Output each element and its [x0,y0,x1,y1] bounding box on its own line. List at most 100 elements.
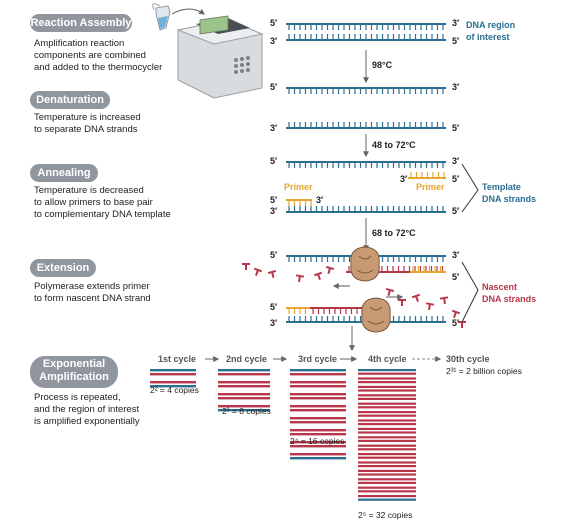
cycle2-copy-strand [218,397,270,400]
cycle4-copy-strand [358,481,416,484]
cycle4-copy-strand [358,465,416,468]
free-nucleotide [398,299,406,306]
desc-line: Temperature is decreased [34,185,144,196]
three-prime-label: 3′ [270,123,277,133]
cycle-2-copies: 2³ = 8 copies [222,406,271,416]
cycle2-copy-strand [218,369,270,372]
cycle3-copy-strand [290,445,346,448]
step-exponential-text: Process is repeated, and the region of i… [34,392,140,428]
cycle-4-label: 4th cycle [368,354,407,364]
cycle4-copy-strand [358,414,416,417]
cycle4-copy-strand [358,486,416,489]
cycle4-copy-strand [358,456,416,459]
desc-line: to form nascent DNA strand [34,293,151,304]
five-prime-label: 5′ [270,156,277,166]
step-denaturation-text: Temperature is increased to separate DNA… [34,112,141,136]
three-prime-label: 3′ [400,174,407,184]
three-prime-label: 3′ [270,318,277,328]
extension-primer-bottom-bases [288,308,307,314]
cycle4-copy-strand [358,448,416,451]
free-nucleotide [439,296,449,305]
cycle4-copy-strand [358,372,416,375]
five-prime-label: 5′ [270,82,277,92]
five-prime-label: 5′ [452,36,459,46]
cycle4-copy-strand [358,402,416,405]
free-nucleotide [295,274,305,283]
region-label: of interest [466,32,510,42]
step-annealing-text: Temperature is decreased to allow primer… [34,185,171,221]
cycle4-copy-strand [358,490,416,493]
cycle2-copy-strand [218,405,270,408]
cycle-2-label: 2nd cycle [226,354,267,364]
nascent-label: Nascent [482,282,517,292]
desc-line: to separate DNA strands [34,124,138,135]
cycle2-copy-strand [218,381,270,384]
cycle4-copy-strand [358,381,416,384]
cycle2-copy-strand [218,373,270,376]
cycle4-copy-strand [358,406,416,409]
free-nucleotide [425,302,435,311]
cycle4-copy-strand [358,444,416,447]
three-prime-label: 3′ [270,36,277,46]
cycle4-copy-strand [358,394,416,397]
cycle4-copy-strand [358,411,416,414]
cycle3-copy-strand [290,417,346,420]
desc-line: is amplified exponentially [34,416,140,427]
badge-line: Amplification [39,371,109,383]
cycle-1-label: 1st cycle [158,354,196,364]
cycle4-copy-strand [358,461,416,464]
step-exponential-badge: Exponential Amplification [30,356,118,388]
annealing-template-top-bases [288,162,444,168]
cycle1-copy-strand [150,373,196,376]
cycle4-copy-strand [358,495,416,498]
cycle2-copy-strand [218,393,270,396]
temp-extend: 68 to 72°C [372,228,416,238]
polymerase-top-detail [356,255,374,274]
desc-line: Amplification reaction [34,38,125,49]
extension-template-top-bases [288,256,444,262]
cycle-3-label: 3rd cycle [298,354,337,364]
extension-primer-top-bases [412,266,442,272]
free-nucleotide [458,321,466,328]
cycle3-copy-strand [290,381,346,384]
three-prime-label: 3′ [452,18,459,28]
nascent-label: DNA strands [482,294,536,304]
primer-right-bases [410,172,445,178]
free-nucleotide [267,269,277,279]
step-annealing-badge: Annealing [30,164,98,182]
primer-label-left: Primer [284,182,313,192]
free-nucleotide [385,287,395,297]
annealing-template-bottom-bases [288,206,444,212]
cycle3-copy-strand [290,397,346,400]
cycle-3-copies: 2⁴ = 16 copies [290,436,344,446]
five-prime-label: 5′ [452,123,459,133]
template-bracket [461,163,479,213]
free-nucleotide [411,293,421,302]
five-prime-label: 5′ [270,302,277,312]
cycle-30-copies: 2³¹ = 2 billion copies [446,366,522,376]
cycle2-copy-strand [218,385,270,388]
cycle3-copy-strand [290,409,346,412]
free-nucleotide [242,263,250,270]
cycle3-copy-strand [290,393,346,396]
cycle4-copy-strand [358,397,416,400]
cycle4-copy-strand [358,385,416,388]
template-label: Template [482,182,521,192]
cycle3-copy-strand [290,373,346,376]
polymerase-bottom [361,297,391,333]
cycle1-copy-strand [150,369,196,372]
region-label: DNA region [466,20,515,30]
primer-left-bases [288,200,312,206]
cycle3-copy-strand [290,385,346,388]
cycle4-copy-strand [358,369,416,372]
cycle4-copy-strand [358,431,416,434]
template-strand-bottom-bases [288,34,444,40]
polymerase-top [350,246,380,282]
cycle4-copy-strand [358,439,416,442]
polymerase-bottom-detail [367,306,385,325]
cycle2-copy-strand [218,409,270,412]
cycle3-copy-strand [290,405,346,408]
cycle4-copy-strand [358,389,416,392]
cycle1-copy-strand [150,385,196,388]
cycle-1-copies: 2² = 4 copies [150,385,199,395]
